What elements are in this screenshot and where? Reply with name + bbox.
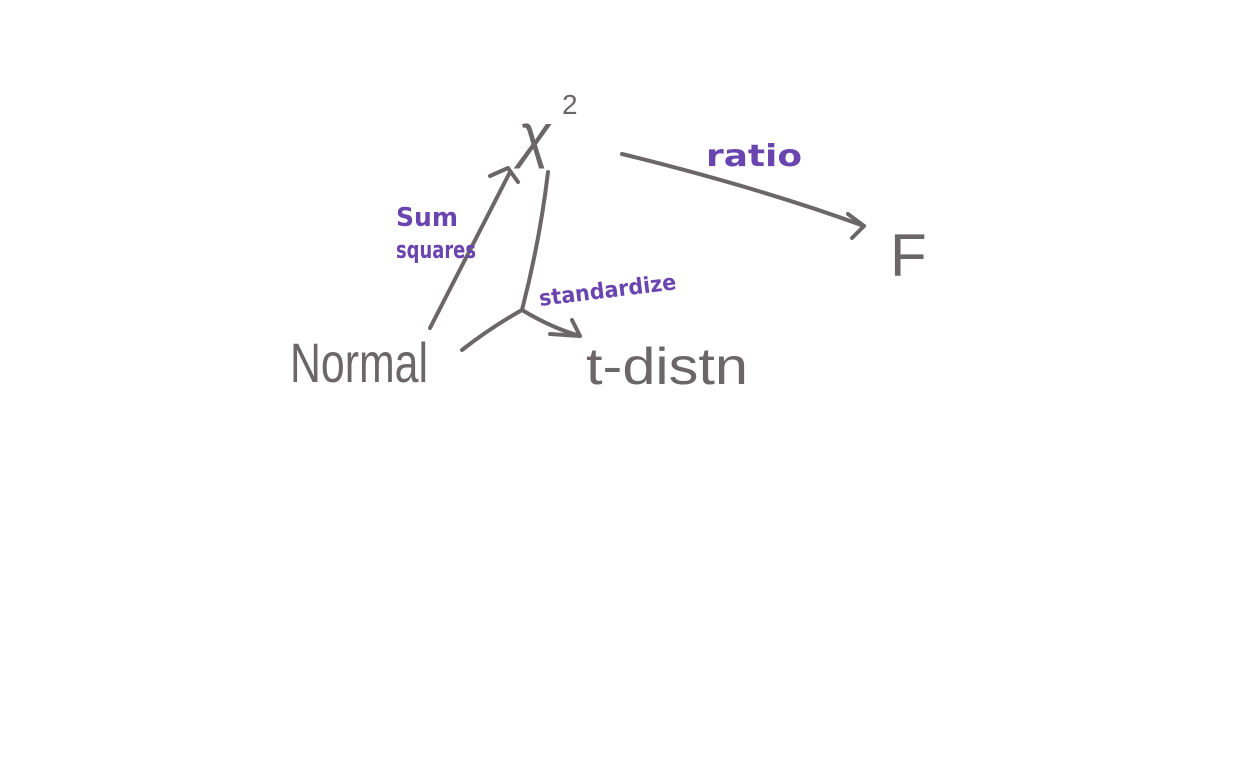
arrowhead-icon <box>488 166 520 184</box>
edge-label-ratio: ratio <box>706 139 802 174</box>
arrowhead-icon <box>548 318 582 338</box>
edge-chi-squared-down-line <box>520 170 550 312</box>
edge-chi-squared-to-f <box>620 152 866 240</box>
edge-label-sum-squares-line2: squares <box>396 236 476 264</box>
node-chi-squared-exponent: 2 <box>562 89 578 120</box>
node-t-distribution: t-distn <box>586 338 748 396</box>
edge-to-t-distribution <box>460 170 582 352</box>
node-normal: Normal <box>290 331 428 394</box>
edge-normal-to-chi-squared <box>428 166 520 330</box>
arrowhead-icon <box>846 212 866 240</box>
node-f-distribution: F <box>890 222 927 289</box>
edge-chi-squared-to-f-line <box>620 152 866 228</box>
edge-normal-into-junction-line <box>460 308 524 352</box>
node-chi-squared-symbol: χ <box>513 102 552 169</box>
edge-normal-to-chi-squared-line <box>428 170 512 330</box>
edge-label-standardize: standardize <box>538 270 678 312</box>
node-chi-squared: χ 2 <box>513 89 578 169</box>
edge-label-sum-squares: Sum squares <box>396 203 476 264</box>
edge-label-sum-squares-line1: Sum <box>396 203 458 233</box>
